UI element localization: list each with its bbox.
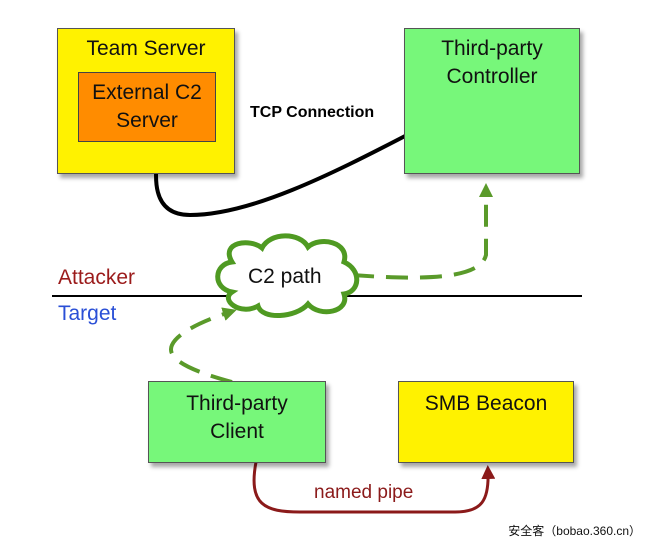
client-label-line1: Third-party — [186, 392, 288, 415]
client-to-c2-path-edge — [169, 307, 237, 384]
third-party-client-node: Third-party Client — [148, 381, 326, 463]
c2-path-label: C2 path — [248, 265, 322, 288]
smb-beacon-node: SMB Beacon — [398, 381, 574, 463]
tcp-connection-edge — [152, 133, 408, 218]
target-zone-label: Target — [58, 302, 117, 325]
client-label-line2: Client — [210, 420, 264, 443]
third-party-controller-node: Third-party Controller — [404, 28, 580, 174]
external-c2-server-node: External C2 Server — [78, 72, 216, 142]
c2-path-to-controller-edge — [351, 183, 493, 280]
controller-label-line2: Controller — [446, 65, 538, 88]
watermark-text: 安全客（bobao.360.cn） — [508, 524, 641, 538]
controller-label-line1: Third-party — [441, 37, 543, 60]
external-c2-label-line1: External C2 — [92, 81, 202, 104]
named-pipe-label: named pipe — [314, 482, 414, 503]
c2-path-cloud — [215, 233, 360, 319]
external-c2-label-line2: Server — [116, 109, 178, 132]
attacker-zone-label: Attacker — [58, 266, 136, 289]
named-pipe-edge — [252, 461, 496, 514]
smb-beacon-label: SMB Beacon — [424, 392, 548, 415]
team-server-label: Team Server — [86, 37, 206, 60]
tcp-connection-label: TCP Connection — [250, 104, 375, 121]
